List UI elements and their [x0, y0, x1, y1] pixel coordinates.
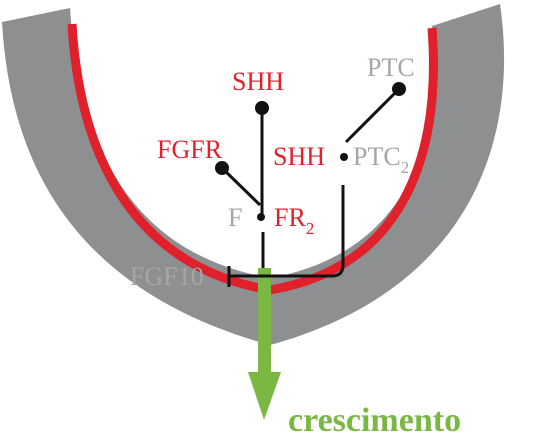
outer-band [2, 4, 505, 345]
shh-top-dot [255, 101, 269, 115]
crescimento-label: crescimento [288, 402, 461, 439]
ptc-top-label: PTC [367, 53, 415, 82]
growth-arrow [248, 268, 281, 420]
fr2-label: FR2 [274, 203, 314, 238]
ptc2-label: PTC2 [353, 142, 409, 177]
f-fr2-dot [257, 213, 265, 221]
shh-top-label: SHH [232, 67, 284, 96]
fgfr-dot [215, 161, 229, 175]
fgf10-label: FGF10 [130, 262, 204, 291]
fr2-main: FR [274, 203, 306, 232]
ptc2-main: PTC [353, 142, 401, 171]
ptc-dot [392, 82, 406, 96]
fgfr-label: FGFR [157, 135, 223, 164]
node-dots [215, 82, 406, 221]
shh-mid-label: SHH [273, 142, 325, 171]
shh-ptc2-dot [340, 153, 348, 161]
ptc2-subscript: 2 [401, 158, 410, 177]
fr2-subscript: 2 [306, 219, 315, 238]
signaling-lines [220, 87, 401, 287]
f-label: F [228, 203, 242, 232]
